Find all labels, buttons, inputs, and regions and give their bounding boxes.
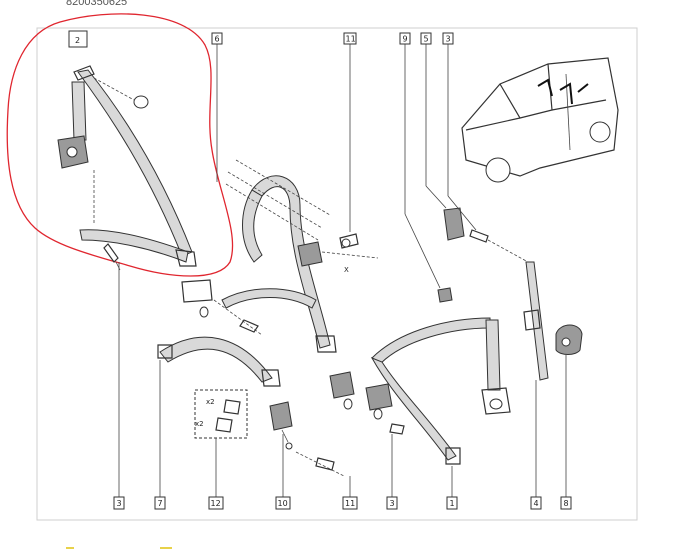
callout-6: 6 [211, 32, 223, 45]
callout-5: 5 [420, 32, 432, 45]
callout-11-top: 11 [343, 32, 357, 45]
lap-belt-left [157, 336, 281, 387]
svg-text:12: 12 [211, 499, 221, 508]
callout-12: 12 [208, 496, 224, 510]
buckles-centre [329, 371, 393, 420]
buckle-10 [269, 401, 345, 477]
svg-text:3: 3 [446, 35, 451, 44]
callout-4: 4 [530, 496, 542, 510]
qty-mark-2: x2 [195, 420, 204, 428]
callout-11-bottom: 11 [342, 496, 358, 510]
trim-5-3 [443, 207, 529, 263]
van-illustration [461, 57, 619, 183]
rear-belt-right [370, 317, 511, 465]
callout-1: 1 [446, 496, 458, 510]
svg-text:9: 9 [403, 35, 408, 44]
callout-leaders [118, 44, 567, 497]
svg-text:5: 5 [424, 35, 429, 44]
callout-7: 7 [154, 496, 166, 510]
svg-text:3: 3 [117, 499, 122, 508]
rail-4 [523, 261, 549, 381]
highlight-circle [6, 13, 234, 277]
svg-text:X: X [344, 266, 349, 274]
bolt-upper: X [321, 233, 379, 274]
qty-mark-1: x2 [206, 398, 215, 406]
svg-text:11: 11 [346, 35, 356, 44]
callout-2: 2 [68, 30, 88, 48]
svg-text:2: 2 [75, 36, 80, 45]
callout-9: 9 [399, 32, 411, 45]
svg-text:10: 10 [278, 499, 288, 508]
svg-text:4: 4 [534, 499, 539, 508]
header-code: 8200350625 [66, 0, 127, 8]
callout-3-bottom-mid: 3 [386, 496, 398, 510]
svg-text:7: 7 [158, 499, 163, 508]
front-belt-left [57, 65, 197, 271]
svg-text:3: 3 [390, 499, 395, 508]
cover-8 [555, 324, 583, 355]
diagram-frame [36, 27, 638, 521]
front-belt-centre [181, 159, 337, 353]
anchor-9 [437, 287, 453, 303]
svg-text:1: 1 [450, 499, 455, 508]
bolt-kit-box: x2 x2 [194, 389, 248, 439]
callout-8: 8 [560, 496, 572, 510]
svg-text:6: 6 [215, 35, 220, 44]
svg-text:11: 11 [345, 499, 355, 508]
svg-text:8: 8 [564, 499, 569, 508]
callout-10: 10 [275, 496, 291, 510]
callout-3-bottom-left: 3 [113, 496, 125, 510]
callout-3-top: 3 [442, 32, 454, 45]
